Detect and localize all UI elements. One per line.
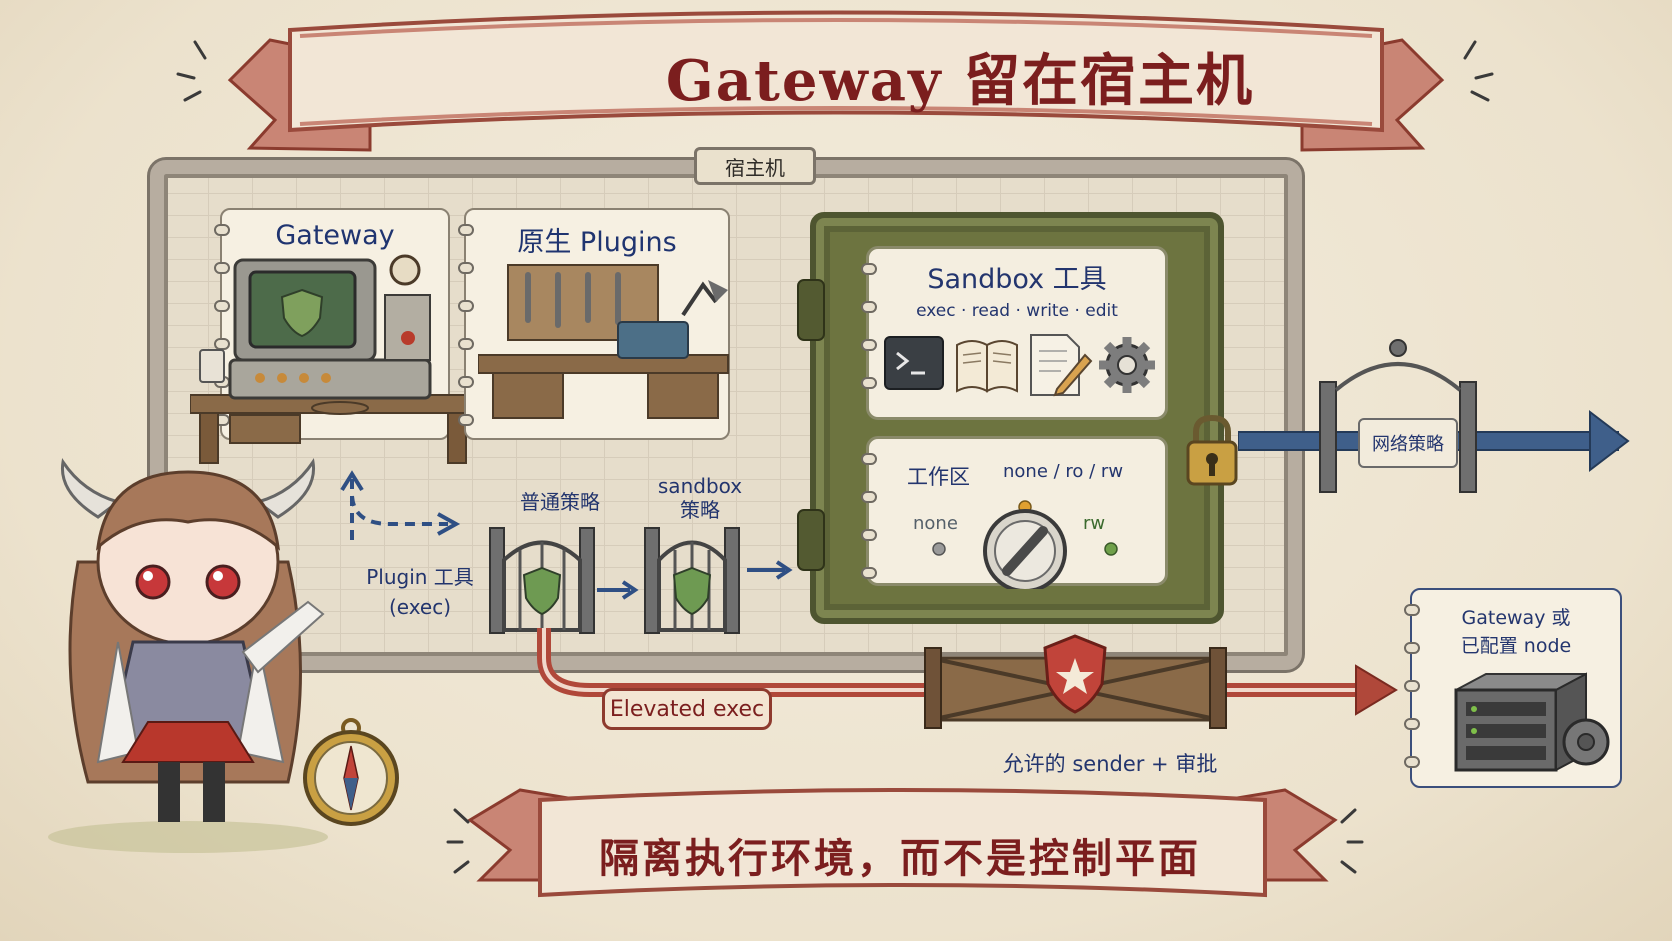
- target-node-label: Gateway 或 已配置 node: [1412, 604, 1620, 660]
- workspace-mode-dial[interactable]: [919, 485, 1129, 589]
- plugin-dashed-arrow: [340, 470, 461, 540]
- server-icon: [1454, 672, 1610, 772]
- policy-gates: [489, 527, 793, 634]
- elevated-exec-path: [537, 628, 1398, 729]
- shield-star-icon: [1043, 634, 1107, 714]
- page-title: Gateway 留在宿主机: [665, 47, 1255, 114]
- normal-policy-label: 普通策略: [520, 490, 600, 514]
- sandbox-tools-ops: exec · read · write · edit: [916, 301, 1118, 321]
- book-icon: [956, 340, 1018, 393]
- sandbox-policy-line1: sandbox: [657, 474, 743, 498]
- target-node-line1: Gateway 或: [1461, 607, 1571, 629]
- workspace-rw-label: rw: [1083, 513, 1106, 534]
- plugins-title: 原生 Plugins: [517, 227, 677, 258]
- plugin-tool-name: Plugin 工具: [366, 565, 474, 589]
- compass-icon: [303, 718, 399, 826]
- terminal-icon: [884, 336, 944, 390]
- workbench-icon: [478, 264, 729, 419]
- document-pen-icon: [1030, 334, 1093, 397]
- target-node-card: Gateway 或 已配置 node: [1404, 588, 1622, 788]
- sandbox-tool-icons: [884, 334, 1155, 397]
- sandbox-policy-label: sandbox 策略: [645, 474, 755, 522]
- sandbox-tools-title: Sandbox 工具: [927, 264, 1107, 295]
- allowed-sender-label: 允许的 sender + 审批: [1002, 752, 1218, 776]
- gear-icon: [1099, 337, 1155, 393]
- workspace-title: 工作区: [907, 465, 970, 489]
- normal-policy-gate-icon: [489, 527, 595, 634]
- workspace-modes: none / ro / rw: [1003, 461, 1124, 482]
- vault-hinges: [797, 279, 825, 571]
- sandbox-tools-panel: Sandbox 工具 exec · read · write · edit: [861, 246, 1168, 420]
- sandbox-policy-gate-icon: [644, 527, 740, 634]
- plugin-tool-type: (exec): [388, 595, 452, 619]
- workspace-panel: 工作区 none / ro / rw none rw: [861, 436, 1168, 589]
- host-label: 宿主机: [694, 147, 816, 185]
- gateway-title: Gateway: [275, 220, 395, 251]
- sandbox-policy-line2: 策略: [680, 498, 720, 522]
- workspace-none-label: none: [913, 513, 958, 534]
- bottom-banner-text: 隔离执行环境，而不是控制平面: [599, 835, 1201, 882]
- mascot-character: [48, 458, 328, 853]
- plugin-tool-label: Plugin 工具 (exec): [350, 562, 490, 622]
- network-policy-label: 网络策略: [1358, 418, 1458, 468]
- padlock-icon: [1186, 414, 1238, 486]
- target-node-line2: 已配置 node: [1460, 635, 1572, 657]
- gateway-console-icon: [190, 254, 476, 464]
- elevated-exec-label: Elevated exec: [602, 688, 772, 730]
